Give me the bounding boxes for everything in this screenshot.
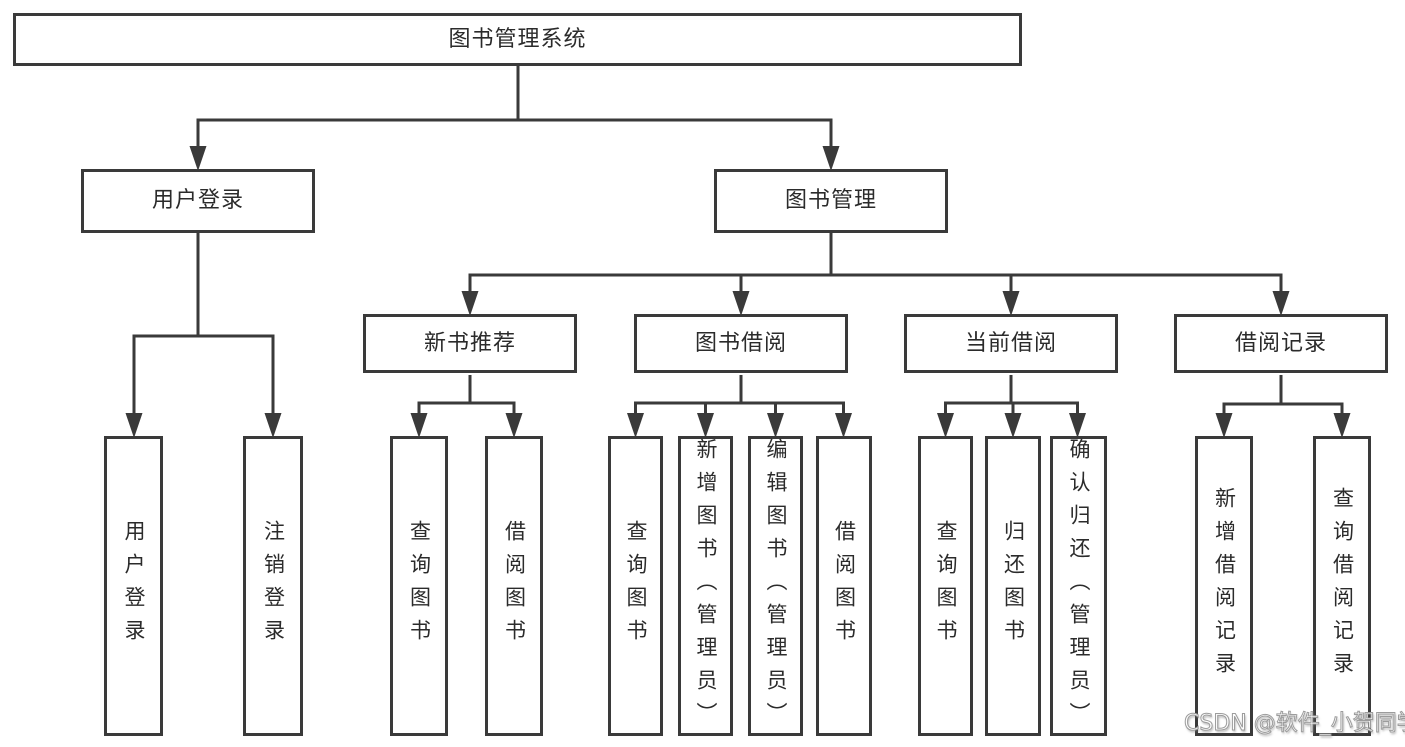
leaf-newbook-borrow-books: 借阅图书 <box>485 436 543 736</box>
leaf-current-return-books: 归还图书 <box>985 436 1041 736</box>
leaf-records-query-record-label: 查询借阅记录 <box>1330 487 1355 685</box>
node-book-management-label: 图书管理 <box>784 188 877 213</box>
leaf-current-confirm-return-admin: 确认归还（管理员） <box>1050 436 1107 736</box>
node-borrow-records: 借阅记录 <box>1174 314 1388 373</box>
leaf-current-query-books-label: 查询图书 <box>934 520 958 652</box>
leaf-newbook-query-books-label: 查询图书 <box>407 520 432 652</box>
node-book-management: 图书管理 <box>714 169 948 233</box>
csdn-watermark: CSDN @软件_小贺同学 <box>1184 710 1405 736</box>
leaf-logout: 注销登录 <box>243 436 303 736</box>
node-new-book-recommend: 新书推荐 <box>363 314 577 373</box>
node-root-library-management-system: 图书管理系统 <box>13 13 1022 66</box>
leaf-records-add-record-label: 新增借阅记录 <box>1212 487 1237 685</box>
node-root-label: 图书管理系统 <box>448 26 587 52</box>
leaf-records-query-record: 查询借阅记录 <box>1313 436 1371 736</box>
leaf-borrow-edit-books-admin-label: 编辑图书（管理员） <box>764 437 788 735</box>
leaf-current-confirm-return-admin-label: 确认归还（管理员） <box>1067 437 1091 735</box>
leaf-user-login: 用户登录 <box>104 436 163 736</box>
node-current-borrow: 当前借阅 <box>904 314 1118 373</box>
leaf-current-return-books-label: 归还图书 <box>1001 520 1026 652</box>
node-user-login-label: 用户登录 <box>151 188 244 213</box>
leaf-borrow-borrow-books-label: 借阅图书 <box>832 520 857 652</box>
leaf-records-add-record: 新增借阅记录 <box>1195 436 1253 736</box>
node-user-login: 用户登录 <box>81 169 315 233</box>
node-new-book-recommend-label: 新书推荐 <box>423 330 516 356</box>
leaf-logout-label: 注销登录 <box>261 520 286 652</box>
leaf-borrow-query-books-label: 查询图书 <box>624 520 648 652</box>
leaf-borrow-add-books-admin-label: 新增图书（管理员） <box>694 437 718 735</box>
leaf-newbook-borrow-books-label: 借阅图书 <box>502 520 527 652</box>
node-book-borrow-label: 图书借阅 <box>694 330 787 356</box>
connector-lines <box>132 66 1344 432</box>
leaf-borrow-query-books: 查询图书 <box>608 436 663 736</box>
arrowheads <box>125 146 1351 438</box>
leaf-borrow-add-books-admin: 新增图书（管理员） <box>678 436 733 736</box>
leaf-borrow-borrow-books: 借阅图书 <box>816 436 872 736</box>
leaf-current-query-books: 查询图书 <box>918 436 973 736</box>
leaf-borrow-edit-books-admin: 编辑图书（管理员） <box>748 436 803 736</box>
node-current-borrow-label: 当前借阅 <box>964 330 1057 356</box>
node-book-borrow: 图书借阅 <box>634 314 848 373</box>
node-borrow-records-label: 借阅记录 <box>1234 330 1327 356</box>
leaf-newbook-query-books: 查询图书 <box>390 436 448 736</box>
leaf-user-login-label: 用户登录 <box>122 520 146 652</box>
